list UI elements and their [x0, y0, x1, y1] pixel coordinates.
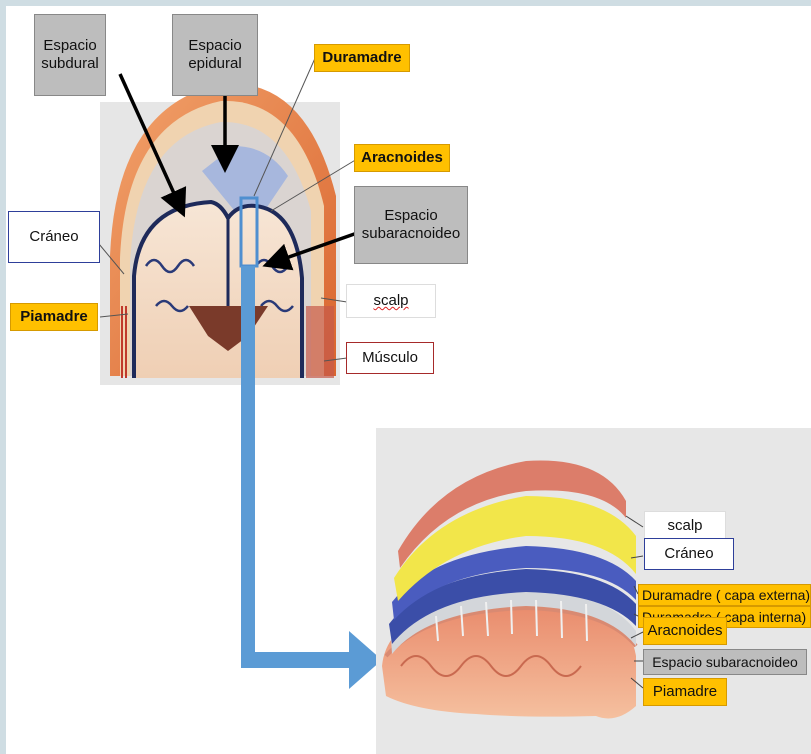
label-layers-craneo: Cráneo	[644, 538, 734, 570]
label-musculo: Músculo	[346, 342, 434, 374]
muscle-shape	[306, 306, 334, 378]
diagram-canvas: Espacio subdural Espacio epidural Durama…	[6, 6, 811, 754]
brain-shape	[134, 202, 302, 378]
label-layers-espacio-subaracnoideo: Espacio subaracnoideo	[643, 649, 807, 675]
label-duramadre: Duramadre	[314, 44, 410, 72]
zoom-arrow-shaft-horizontal	[241, 652, 351, 668]
brain-section-illustration	[100, 84, 340, 386]
label-scalp: scalp	[346, 284, 436, 318]
label-layers-aracnoides: Aracnoides	[643, 617, 727, 645]
label-layers-scalp: scalp	[644, 511, 726, 541]
zoom-arrow-shaft-vertical	[241, 266, 255, 666]
label-espacio-subdural: Espacio subdural	[34, 14, 106, 96]
label-espacio-epidural: Espacio epidural	[172, 14, 258, 96]
label-scalp-text: scalp	[373, 292, 408, 310]
label-aracnoides: Aracnoides	[354, 144, 450, 172]
label-craneo: Cráneo	[8, 211, 100, 263]
label-duramadre-externa: Duramadre ( capa externa)	[638, 584, 811, 606]
label-piamadre: Piamadre	[10, 303, 98, 331]
label-espacio-subaracnoideo: Espacio subaracnoideo	[354, 186, 468, 264]
label-layers-piamadre: Piamadre	[643, 678, 727, 706]
